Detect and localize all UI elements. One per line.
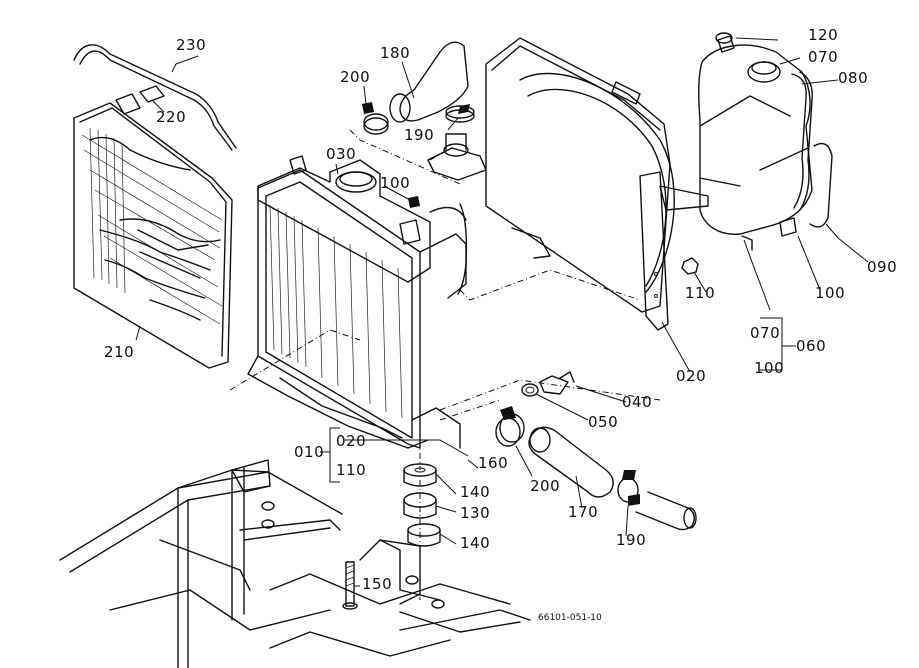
callout-170: 170: [568, 503, 599, 521]
cushion-140-lower: [407, 523, 441, 547]
callout-080: 080: [838, 69, 869, 87]
frame-chassis: [59, 459, 531, 668]
callout-110-group: 110: [336, 461, 367, 479]
reserve-tank: [697, 35, 813, 251]
callout-190-lower: 190: [616, 531, 647, 549]
callout-100-tank: 100: [815, 284, 846, 302]
water-pipe: [635, 491, 697, 531]
upper-bar-230: [73, 44, 237, 151]
hose-090: [791, 71, 833, 228]
callout-110-shroud: 110: [685, 284, 716, 302]
nut-110: [681, 257, 699, 275]
callout-040: 040: [622, 393, 653, 411]
callout-030: 030: [326, 145, 357, 163]
callout-050: 050: [588, 413, 619, 431]
callout-070-tank: 070: [808, 48, 839, 66]
hose-clamp-200-top: [362, 102, 389, 135]
drawing-code: 66101-051-10: [538, 613, 602, 623]
callout-230: 230: [176, 36, 207, 54]
water-outlet-fitting: [427, 133, 487, 181]
radiator-screen-210: [73, 102, 233, 369]
fan-shroud-020: [485, 37, 709, 331]
bolt-150: [342, 561, 358, 610]
callout-190-top: 190: [404, 126, 435, 144]
radiator-core: [247, 155, 468, 449]
callout-070-group: 070: [750, 324, 781, 342]
leader-lines: [135, 37, 869, 587]
assembly-center-lines: [229, 129, 661, 600]
cap-120: [715, 32, 733, 44]
callout-200-top: 200: [340, 68, 371, 86]
callout-130: 130: [460, 504, 491, 522]
callout-200-lower: 200: [530, 477, 561, 495]
callout-090: 090: [867, 258, 898, 276]
callout-150: 150: [362, 575, 393, 593]
clip-220: [115, 85, 165, 115]
lower-hose-170: [528, 426, 614, 498]
callout-020-shroud: 020: [676, 367, 707, 385]
callout-140-lower: 140: [460, 534, 491, 552]
callout-210: 210: [104, 343, 135, 361]
hose-clamp-190-top: [445, 104, 475, 123]
callout-100-group: 100: [754, 359, 785, 377]
callout-120: 120: [808, 26, 839, 44]
callout-180: 180: [380, 44, 411, 62]
drain-cock-040: [539, 371, 575, 395]
upper-hose-180: [389, 41, 469, 123]
callout-140-upper: 140: [460, 483, 491, 501]
callout-060: 060: [796, 337, 827, 355]
clamp-100-top: [408, 196, 420, 208]
hose-clamp-190-lower: [617, 470, 640, 506]
hose-clamp-200-lower: [495, 406, 525, 447]
callout-020-group: 020: [336, 432, 367, 450]
callout-100-radiator: 100: [380, 174, 411, 192]
callout-010: 010: [294, 443, 325, 461]
callout-220: 220: [156, 108, 187, 126]
gasket-050: [521, 383, 539, 397]
callout-160: 160: [478, 454, 509, 472]
